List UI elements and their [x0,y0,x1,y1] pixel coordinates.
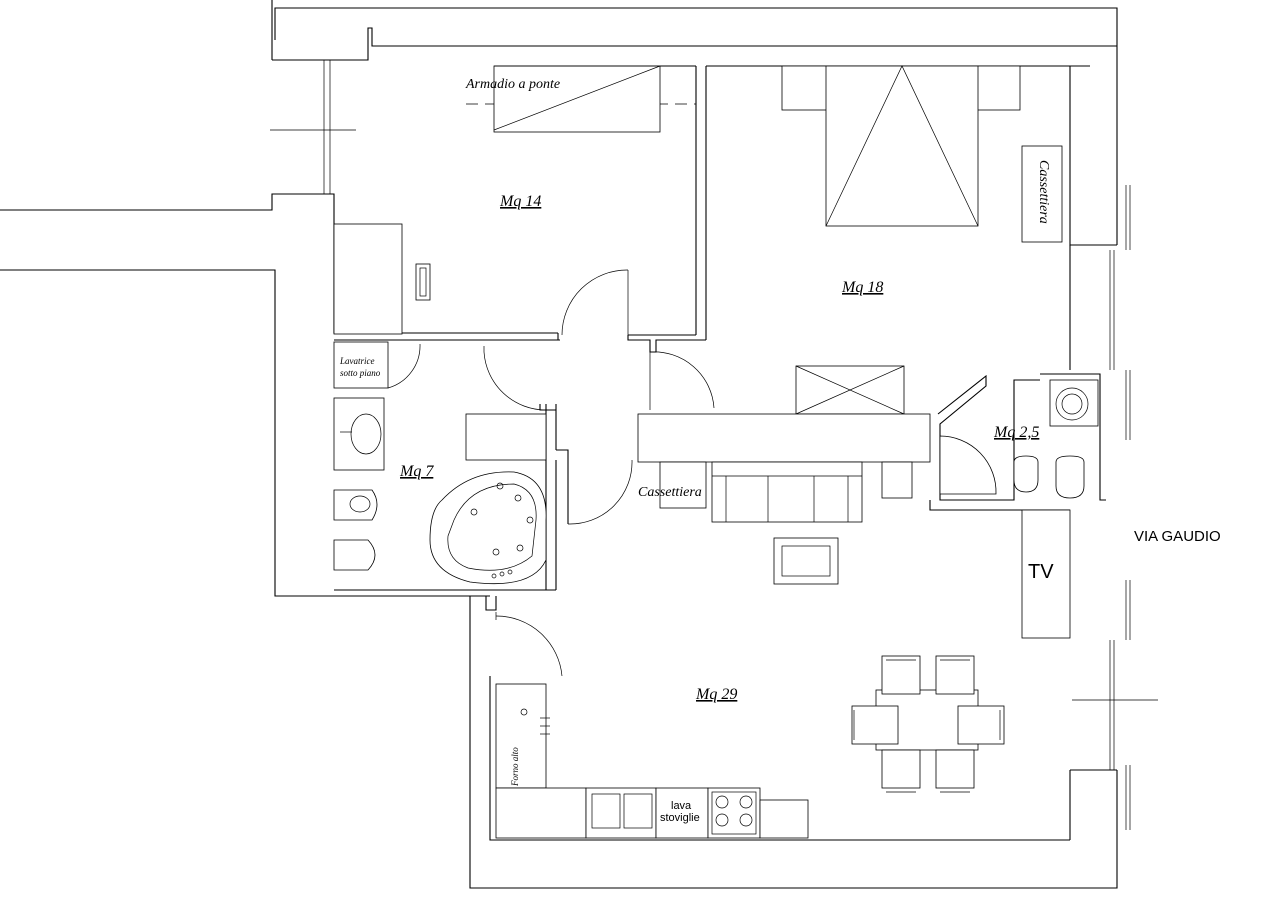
kitchen [495,683,809,839]
dresser-bedroom [1021,145,1063,243]
tv-label: TV [1028,561,1054,583]
room-area-bathroom: Mq 7 [399,463,434,480]
room-area-bedroom-2: Mq 18 [841,279,883,296]
room-area-wc: Mq 2,5 [993,424,1039,441]
outer-walls [0,0,1118,889]
dresser-bedroom-label: Cassettiera [1036,160,1051,224]
sofa [711,461,863,523]
desk [333,223,431,335]
washer [333,341,389,389]
dresser-living-label: Cassettiera [638,485,702,500]
dishwasher-label-2: stoviglie [660,812,700,824]
right-windows [1072,185,1158,830]
washer-label-1: Lavatrice [339,356,375,366]
wc-fixtures [939,379,1099,499]
room-area-bedroom-1: Mq 14 [499,193,541,210]
bidet [333,489,378,521]
washer-label-2: sotto piano [340,368,381,378]
doors [387,269,715,677]
street-label: VIA GAUDIO [1134,528,1221,545]
oven-label: Forno alto [510,747,520,787]
hot-tub [429,413,547,585]
room-area-living: Mq 29 [695,686,737,703]
partition-counter [637,413,931,509]
dishwasher-label-1: lava [671,800,692,812]
toilet [333,539,376,571]
washbasin [333,397,385,471]
bench [795,365,905,415]
dining-table [851,655,1005,793]
wardrobe [466,65,696,133]
wardrobe-label: Armadio a ponte [465,77,560,92]
coffee-table [773,537,839,585]
left-window [270,60,356,194]
double-bed [781,65,1021,227]
